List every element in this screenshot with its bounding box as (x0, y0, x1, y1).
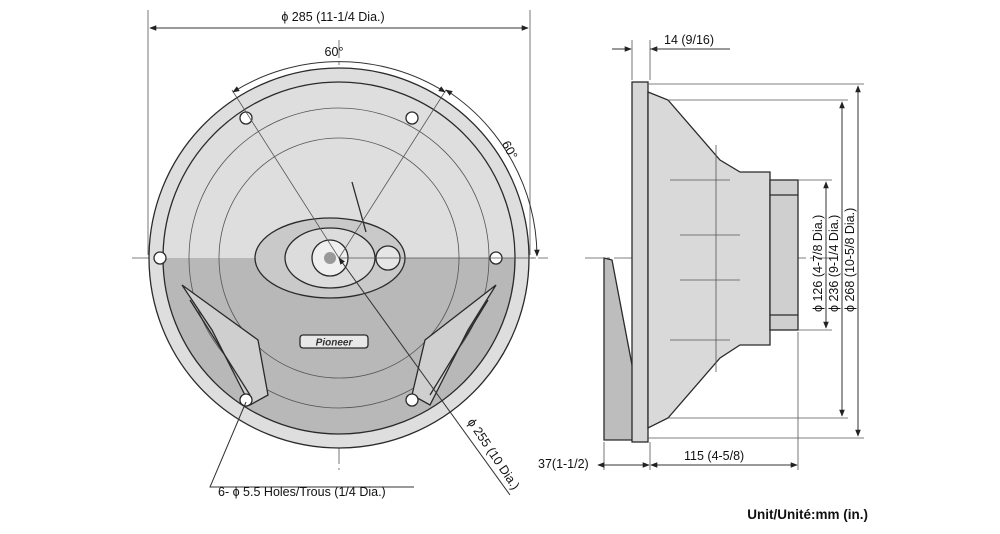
holes-label: 6- ϕ 5.5 Holes/Trous (1/4 Dia.) (218, 485, 386, 499)
magnet-dia-label: ϕ 126 (4-7/8 Dia.) (811, 215, 825, 312)
cutout-dia-leader (338, 257, 511, 496)
grille-line-left (189, 299, 251, 396)
speaker-basket (647, 91, 771, 430)
side-view: 14 (9/16) 37(1-1/2) 115 (4-5/8) ϕ 126 (4… (538, 33, 864, 471)
brand-logo: Pioneer (316, 338, 354, 349)
mounting-hole (239, 393, 253, 407)
depth-back-label: 115 (4-5/8) (684, 449, 744, 463)
basket-dia-label: ϕ 236 (9-1/4 Dia.) (827, 215, 841, 312)
mounting-hole (405, 393, 419, 407)
frame-dia-label: ϕ 268 (10-5/8 Dia.) (843, 208, 857, 312)
brand-plate (299, 334, 369, 349)
angle-side-label: 60° (499, 138, 520, 161)
grille-bar-left (181, 284, 269, 406)
angle-ray-right (338, 89, 447, 259)
front-view: Pioneer ϕ 285 (11-1/4 Dia.) 60° 60° ϕ 25… (132, 10, 548, 499)
frame-flange (631, 81, 649, 443)
tweeter-center (324, 252, 336, 264)
cutout-dia-label: ϕ 255 (10 Dia.) (465, 416, 523, 492)
mounting-holes (153, 111, 503, 407)
holes-leader (209, 401, 414, 488)
magnet (769, 179, 799, 331)
mounting-hole (405, 111, 419, 125)
outer-dia-label: ϕ 285 (11-1/4 Dia.) (281, 10, 384, 24)
angle-top-label: 60° (325, 45, 344, 59)
tweeter-post (351, 181, 367, 233)
grille-line-right (429, 299, 489, 396)
angle-arc-side (445, 89, 540, 257)
angle-arc-top (232, 61, 446, 93)
grille-bar-right (411, 284, 497, 406)
mounting-hole (153, 251, 167, 265)
angle-ray-left (231, 89, 340, 259)
unit-label: Unit/Unité:mm (in.) (747, 507, 868, 522)
depth-front-label: 37(1-1/2) (538, 457, 589, 471)
flange-label: 14 (9/16) (664, 33, 714, 47)
